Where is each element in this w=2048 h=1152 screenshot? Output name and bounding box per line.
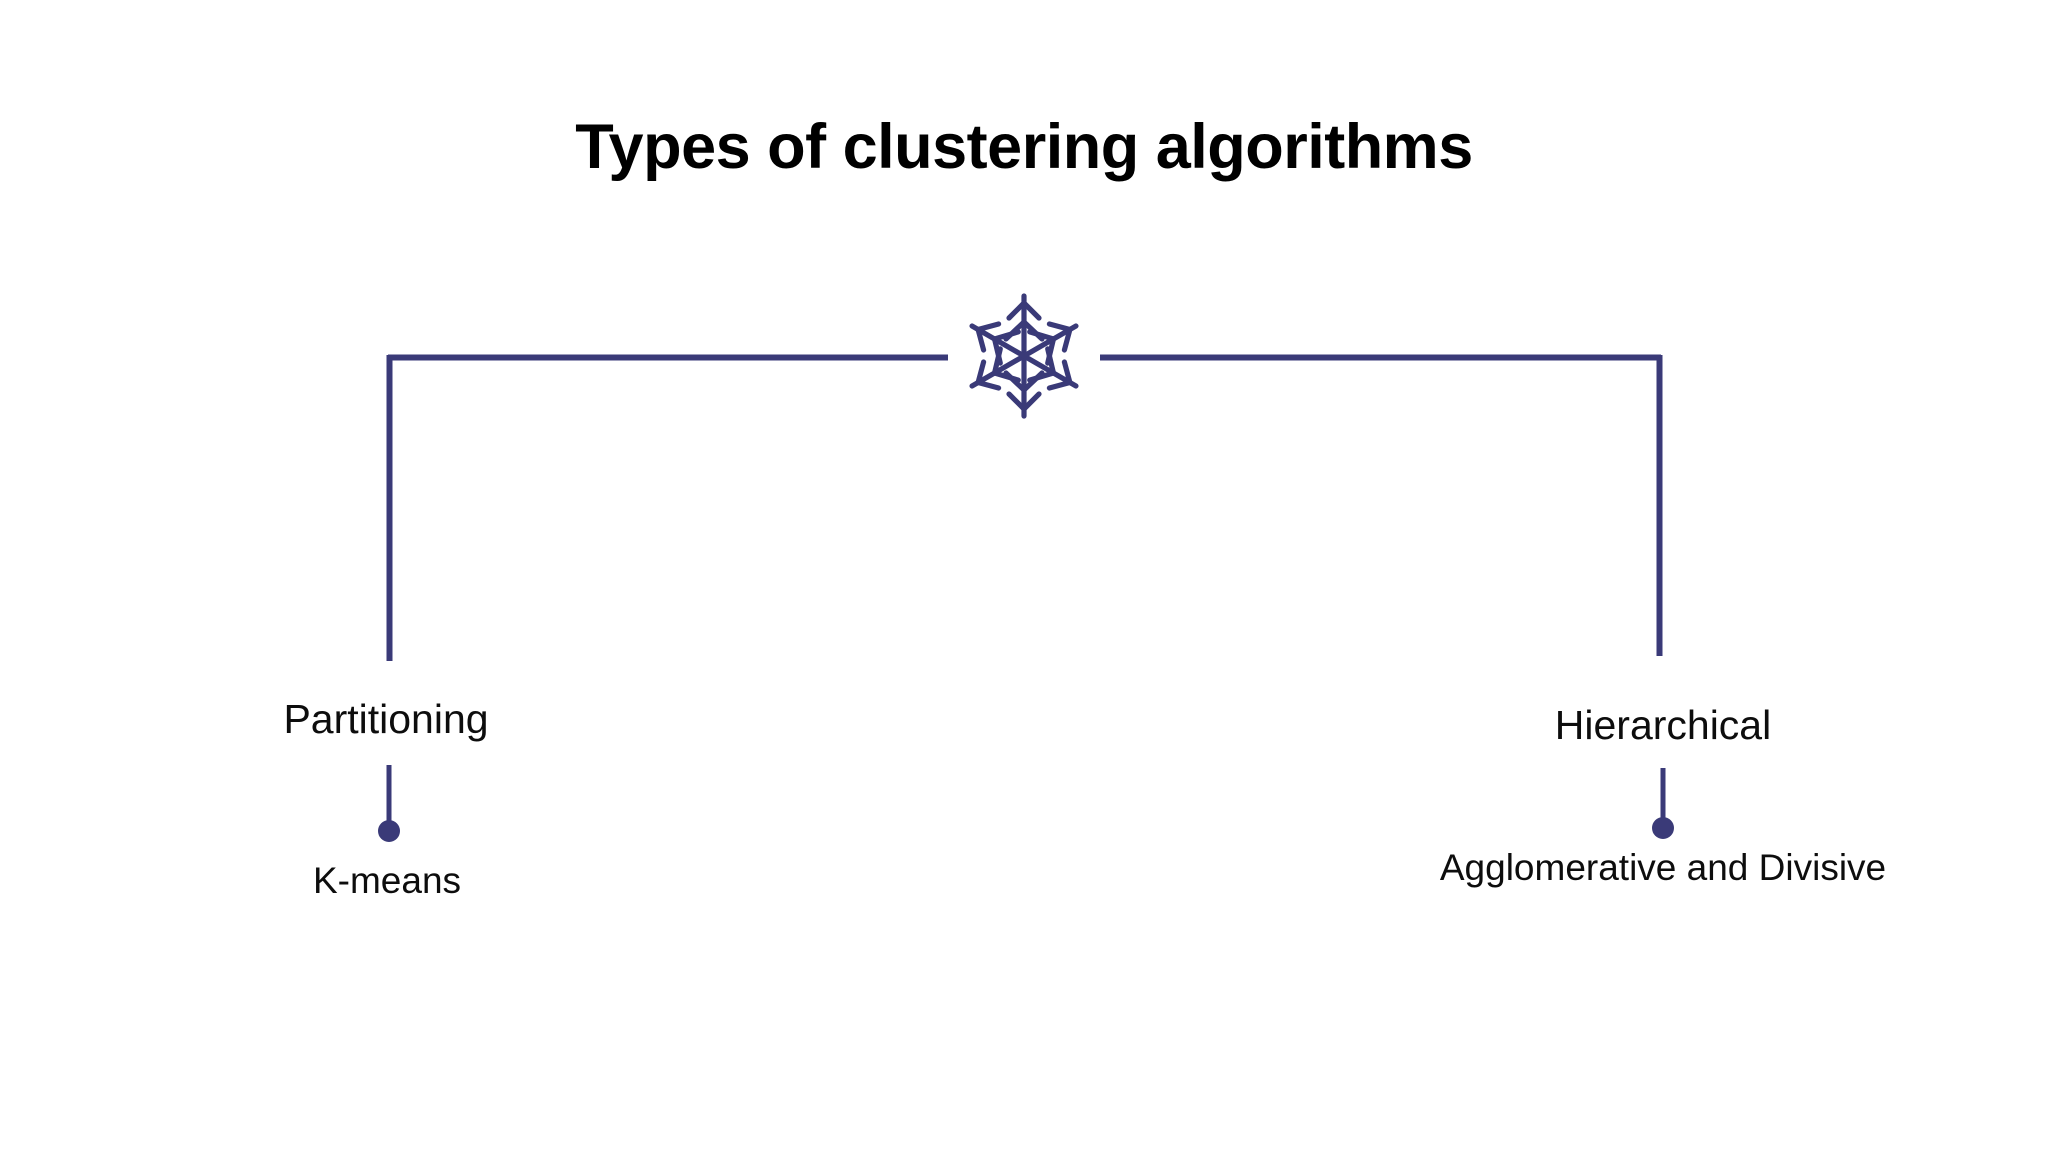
- branch-label-partitioning: Partitioning: [283, 696, 489, 742]
- node-dot-kmeans: [378, 820, 400, 842]
- snowflake-icon: [969, 293, 1079, 419]
- leaf-label-kmeans: K-means: [312, 860, 462, 901]
- page-title: Types of clustering algorithms: [575, 112, 1473, 182]
- branch-label-hierarchical: Hierarchical: [1554, 702, 1772, 748]
- node-dot-agglomerative: [1652, 817, 1674, 839]
- leaf-label-agglomerative-divisive: Agglomerative and Divisive: [1439, 847, 1887, 888]
